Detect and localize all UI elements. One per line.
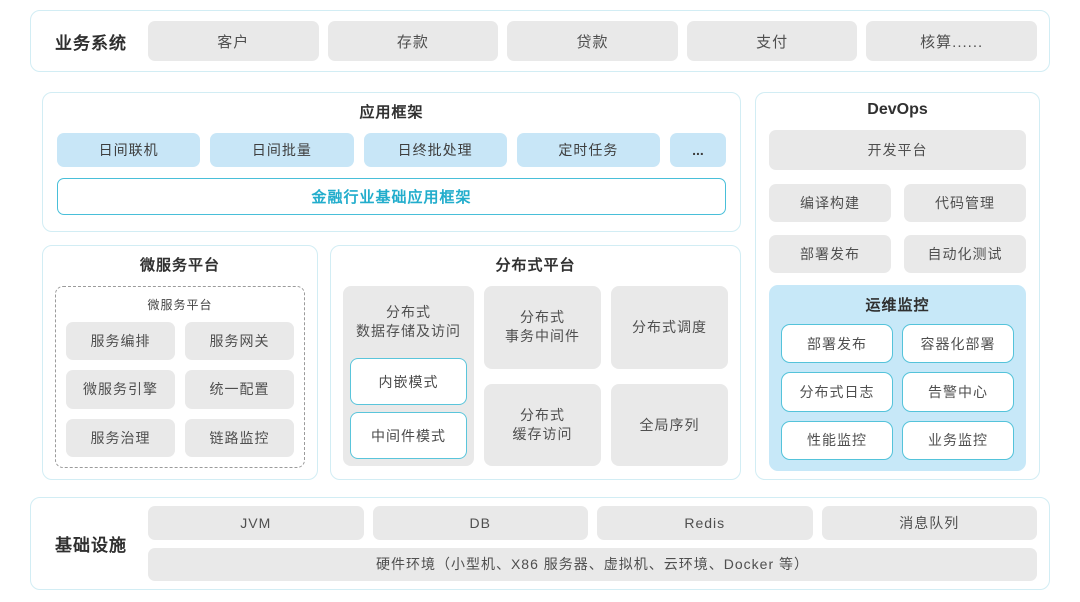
app-framework-section: 应用框架 日间联机 日间批量 日终批处理 定时任务 ... 金融行业基础应用框架: [42, 92, 741, 232]
distributed-right-column: 分布式调度 全局序列: [611, 286, 728, 466]
infrastructure-label: 基础设施: [55, 536, 127, 555]
devops-tool-code: 代码管理: [904, 184, 1026, 222]
monitoring-item-alerts: 告警中心: [902, 372, 1014, 412]
module-daytime-batch: 日间批量: [210, 133, 354, 167]
microservice-item-config: 统一配置: [185, 370, 294, 409]
distributed-item-sequence: 全局序列: [611, 383, 728, 466]
platform-bottom-row: 微服务平台 微服务平台 服务编排 服务网关 微服务引擎 统一配置 服务治理 链路…: [42, 245, 741, 480]
platform-area: 应用框架 日间联机 日间批量 日终批处理 定时任务 ... 金融行业基础应用框架…: [30, 92, 1050, 480]
module-daytime-online: 日间联机: [57, 133, 201, 167]
infra-item-db: DB: [372, 506, 588, 540]
infra-item-mq: 消息队列: [821, 506, 1037, 540]
ops-monitoring-title: 运维监控: [865, 297, 930, 314]
infrastructure-content: JVM DB Redis 消息队列 硬件环境（小型机、X86 服务器、虚拟机、云…: [148, 506, 1037, 581]
microservice-item-governance: 服务治理: [66, 418, 175, 457]
microservice-platform-title: 微服务平台: [139, 257, 220, 274]
microservice-inner-title: 微服务平台: [147, 298, 213, 312]
microservice-platform-section: 微服务平台 微服务平台 服务编排 服务网关 微服务引擎 统一配置 服务治理 链路…: [42, 245, 318, 480]
platform-left-column: 应用框架 日间联机 日间批量 日终批处理 定时任务 ... 金融行业基础应用框架…: [42, 92, 741, 480]
infrastructure-row: JVM DB Redis 消息队列: [148, 506, 1037, 540]
app-framework-title: 应用框架: [359, 104, 424, 121]
devops-section: DevOps 开发平台 编译构建 代码管理 部署发布 自动化测试 运维监控 部署…: [755, 92, 1040, 480]
infra-item-redis: Redis: [597, 506, 813, 540]
devops-tools-grid: 编译构建 代码管理 部署发布 自动化测试: [769, 184, 1026, 273]
distributed-middle-column: 分布式 事务中间件 分布式 缓存访问: [484, 286, 601, 466]
monitoring-item-deploy: 部署发布: [781, 324, 893, 364]
business-systems-section: 业务系统 客户 存款 贷款 支付 核算......: [30, 10, 1050, 72]
distributed-platform-title: 分布式平台: [495, 257, 576, 274]
devops-tool-autotest: 自动化测试: [904, 235, 1026, 273]
distributed-item-transaction: 分布式 事务中间件: [484, 286, 601, 369]
hardware-environment-bar: 硬件环境（小型机、X86 服务器、虚拟机、云环境、Docker 等）: [148, 547, 1037, 581]
distributed-storage-label: 分布式 数据存储及访问: [356, 304, 461, 339]
business-systems-label: 业务系统: [55, 33, 127, 53]
app-framework-modules: 日间联机 日间批量 日终批处理 定时任务 ...: [57, 133, 726, 167]
business-item-deposit: 存款: [327, 21, 499, 61]
microservice-item-tracing: 链路监控: [185, 418, 294, 457]
infra-item-jvm: JVM: [148, 506, 364, 540]
ops-monitoring-grid: 部署发布 容器化部署 分布式日志 告警中心 性能监控 业务监控: [781, 324, 1014, 460]
ops-monitoring-panel: 运维监控 部署发布 容器化部署 分布式日志 告警中心 性能监控 业务监控: [769, 285, 1026, 471]
monitoring-item-business: 业务监控: [902, 420, 1014, 460]
storage-mode-middleware: 中间件模式: [350, 412, 467, 459]
module-scheduled-tasks: 定时任务: [516, 133, 660, 167]
microservice-item-gateway: 服务网关: [185, 322, 294, 361]
monitoring-item-performance: 性能监控: [781, 420, 893, 460]
devops-tool-build: 编译构建: [769, 184, 891, 222]
microservice-item-engine: 微服务引擎: [66, 370, 175, 409]
microservice-item-orchestration: 服务编排: [66, 322, 175, 361]
microservice-inner-box: 微服务平台 服务编排 服务网关 微服务引擎 统一配置 服务治理 链路监控: [55, 286, 305, 468]
distributed-platform-section: 分布式平台 分布式 数据存储及访问 内嵌模式 中间件模式 分布式 事务中间件 分…: [330, 245, 741, 480]
storage-mode-embedded: 内嵌模式: [350, 358, 467, 405]
distributed-item-cache: 分布式 缓存访问: [484, 383, 601, 466]
distributed-storage-box: 分布式 数据存储及访问 内嵌模式 中间件模式: [343, 286, 474, 466]
microservice-grid: 服务编排 服务网关 微服务引擎 统一配置 服务治理 链路监控: [66, 322, 294, 457]
business-item-payment: 支付: [686, 21, 858, 61]
business-item-accounting: 核算......: [866, 21, 1037, 61]
monitoring-item-container: 容器化部署: [902, 324, 1014, 364]
devops-title: DevOps: [867, 101, 928, 118]
devops-tool-deploy: 部署发布: [769, 235, 891, 273]
monitoring-item-logs: 分布式日志: [781, 372, 893, 412]
dev-platform-box: 开发平台: [769, 130, 1026, 170]
business-item-loan: 贷款: [507, 21, 678, 61]
base-framework-box: 金融行业基础应用框架: [57, 178, 726, 215]
business-item-customer: 客户: [148, 21, 319, 61]
distributed-grid: 分布式 数据存储及访问 内嵌模式 中间件模式 分布式 事务中间件 分布式 缓存访…: [343, 286, 728, 466]
module-eod-batch: 日终批处理: [363, 133, 507, 167]
module-more: ...: [670, 133, 726, 167]
infrastructure-section: 基础设施 JVM DB Redis 消息队列 硬件环境（小型机、X86 服务器、…: [30, 497, 1050, 590]
distributed-item-scheduling: 分布式调度: [611, 286, 728, 369]
